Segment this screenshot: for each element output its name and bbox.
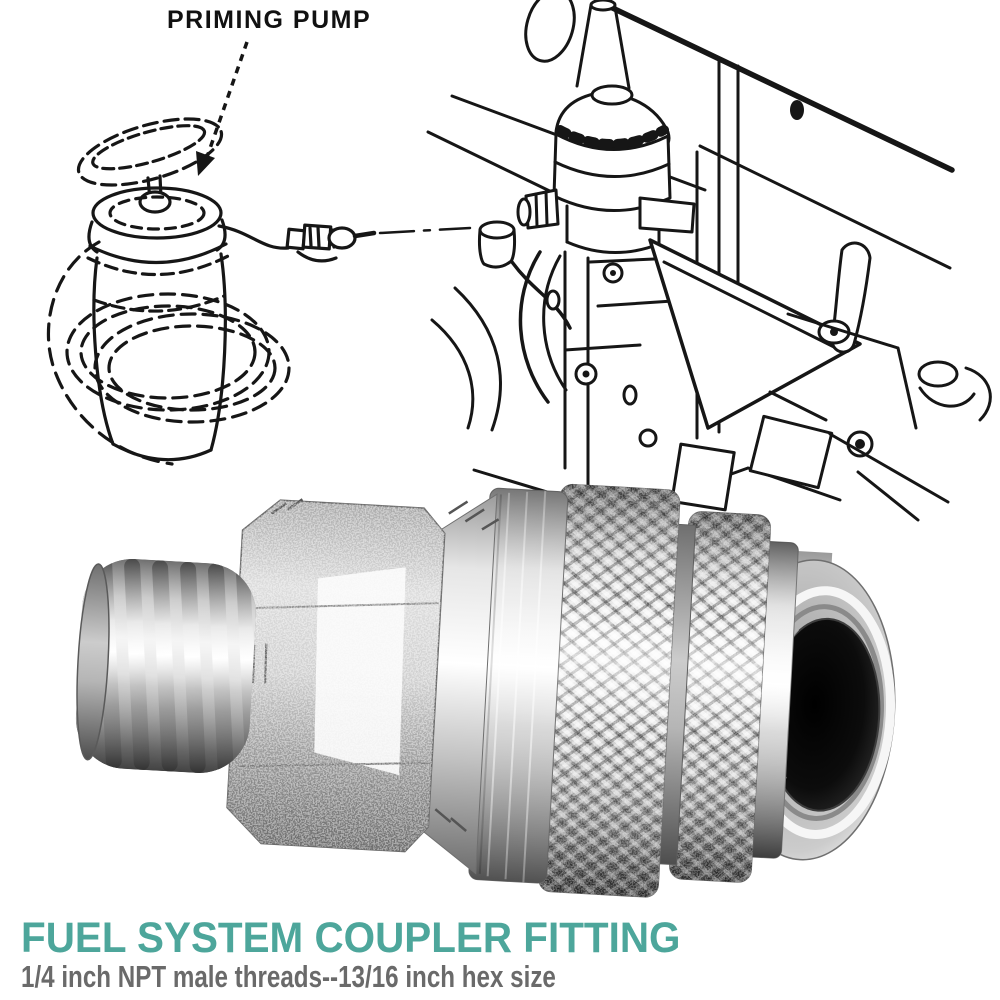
product-subtitle: 1/4 inch NPT male threads--13/16 inch he… — [21, 959, 556, 994]
priming-pump-drawing — [46, 117, 472, 466]
hex-nut — [226, 498, 446, 853]
supply-hose — [217, 224, 338, 263]
engine-line-art — [426, 0, 992, 522]
label-arrow-line — [204, 41, 249, 161]
rail-hole — [790, 100, 804, 120]
fuel-filter-canister — [552, 84, 672, 254]
coupler-fitting-photo — [75, 483, 896, 898]
filler-neck — [575, 0, 631, 90]
hose-connector — [285, 223, 377, 251]
knurled-lock-ring — [669, 511, 772, 883]
knurled-sleeve — [538, 483, 681, 898]
priming-pump-label: PRIMING PUMP — [167, 6, 371, 34]
npt-male-threads — [75, 556, 259, 776]
label-arrow-icon — [196, 151, 215, 176]
leader-line — [378, 226, 472, 235]
product-title: FUEL SYSTEM COUPLER FITTING — [21, 914, 681, 962]
mount-bracket — [648, 238, 862, 430]
engine-inlet-port — [478, 220, 572, 330]
smooth-collar — [468, 487, 569, 884]
pump-cap — [138, 190, 172, 214]
canister-port — [516, 188, 560, 230]
right-hardware — [768, 241, 992, 522]
pump-handle — [76, 117, 224, 187]
coiled-hose — [46, 240, 291, 466]
label-group: PRIMING PUMP — [167, 6, 371, 176]
valve-cover-hole — [524, 0, 576, 63]
